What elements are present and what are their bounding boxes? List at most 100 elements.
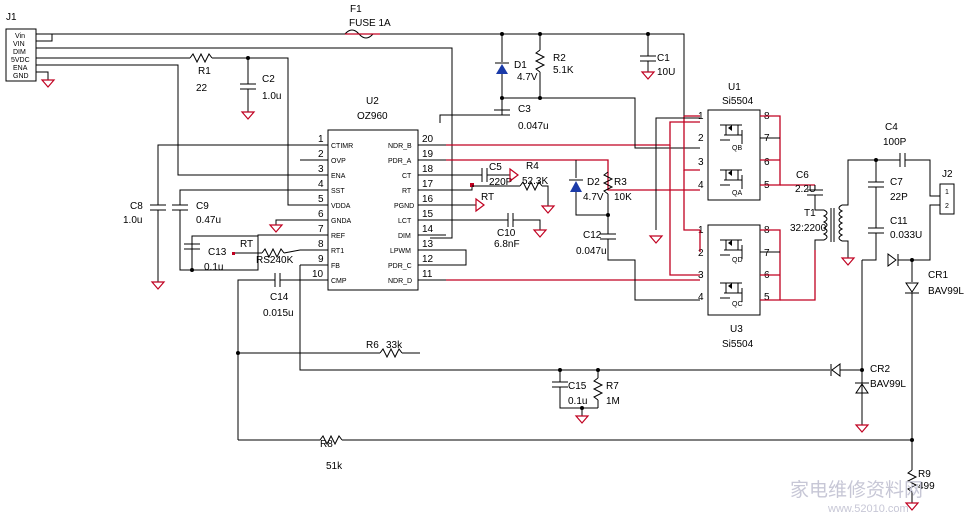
u2-pin-17-num: 17 — [422, 179, 434, 190]
c7-ref: C7 — [890, 177, 903, 188]
u2-pin-6-num: 6 — [318, 209, 324, 220]
u2-pin-18-name: CT — [402, 173, 412, 180]
u1-pin-2: 2 — [698, 133, 704, 144]
resistor-rt-right: RT — [481, 192, 494, 203]
ic-u2: U2 OZ960 1 CTIMR 2 OVP 3 ENA 4 SST 5 VDD… — [300, 96, 446, 291]
watermark: 家电维修资料网 www.52010.com — [790, 479, 923, 515]
r3-ref: R3 — [614, 177, 627, 188]
u3-fet-qd: QD — [732, 257, 743, 264]
u2-pin-16-name: PGND — [394, 203, 414, 210]
c9-ref: C9 — [196, 201, 209, 212]
capacitor-c15: C15 0.1u — [552, 370, 598, 409]
d1-value: 4.7V — [517, 72, 538, 83]
u2-pin-9-name: FB — [331, 263, 340, 270]
r3-value: 10K — [614, 192, 632, 203]
c6-value: 2.2U — [795, 184, 816, 195]
junctions — [190, 32, 914, 442]
u2-pin-12-num: 12 — [422, 254, 434, 265]
rt-left-value: RS240K — [256, 255, 294, 266]
u3-pin-5: 5 — [764, 292, 770, 303]
u2-pin-2-num: 2 — [318, 149, 324, 160]
u2-pin-6-name: GNDA — [331, 218, 352, 225]
c13-ref: C13 — [208, 247, 227, 258]
c2-value: 1.0u — [262, 91, 281, 102]
u1-pin-4: 4 — [698, 180, 704, 191]
j1-pin-5vdc: 5VDC — [11, 57, 30, 64]
capacitor-c9: C9 0.47u — [172, 189, 300, 271]
u2-pin-12-name: PDR_C — [388, 263, 412, 270]
u2-pin-7-num: 7 — [318, 224, 324, 235]
connector-j1: J1 Vin VIN DIM 5VDC ENA GND — [5, 12, 37, 82]
u2-pin-10-name: CMP — [331, 278, 347, 285]
j2-pin-1: 1 — [945, 189, 949, 196]
u2-pin-13-num: 13 — [422, 239, 434, 250]
u2-pin-19-name: PDR_A — [388, 158, 412, 165]
u1-fet-qa: QA — [732, 190, 742, 197]
resistor-r4: R4 52.3K — [472, 161, 556, 214]
d1-ref: D1 — [514, 60, 527, 71]
u2-pin-8-num: 8 — [318, 239, 324, 250]
capacitor-c5: C5 220P — [481, 162, 519, 188]
c7-value: 22P — [890, 192, 908, 203]
diode-cr2: CR2 BAV99L — [830, 363, 906, 433]
connector-j2: J2 1 2 — [900, 169, 955, 261]
capacitor-c4: C4 100P — [862, 122, 940, 197]
r1-value: 22 — [196, 83, 208, 94]
u2-pin-14-num: 14 — [422, 224, 434, 235]
u1-part: Si5504 — [722, 96, 754, 107]
ic-u3: U3 Si5504 1 2 3 4 8 7 6 5 QD QC — [698, 224, 770, 350]
capacitor-c11: C11 0.033U — [862, 216, 922, 261]
capacitor-c6: C6 2.2U — [795, 170, 824, 211]
u2-pin-10-num: 10 — [312, 269, 324, 280]
d2-ref: D2 — [587, 177, 600, 188]
u2-pin-11-num: 11 — [422, 269, 433, 280]
c4-ref: C4 — [885, 122, 898, 133]
capacitor-c8: C8 1.0u — [123, 144, 300, 290]
u2-pin-7-name: REF — [331, 233, 345, 240]
c14-ref: C14 — [270, 292, 289, 303]
c1-ref: C1 — [657, 53, 670, 64]
u2-pin-1-name: CTIMR — [331, 143, 353, 150]
j1-wires — [36, 33, 453, 239]
u2-pin-15-num: 15 — [422, 209, 434, 220]
c13-value: 0.1u — [204, 262, 223, 273]
resistor-r9: R9 499 — [904, 469, 935, 511]
u3-pin-3: 3 — [698, 270, 704, 281]
c9-value: 0.47u — [196, 215, 221, 226]
c1-value: 10U — [657, 67, 675, 78]
cr2-ref: CR2 — [870, 364, 890, 375]
capacitor-c10: C10 6.8nF — [494, 213, 548, 250]
resistor-r1: R1 22 — [189, 52, 300, 206]
j1-pin-ena: ENA — [13, 65, 28, 72]
r9-value: 499 — [918, 481, 935, 492]
r4-ref: R4 — [526, 161, 539, 172]
u2-pin-16-num: 16 — [422, 194, 434, 205]
ic-u1: U1 Si5504 1 2 3 4 8 7 6 5 QB QA — [698, 82, 770, 201]
u2-pin-13-name: LPWM — [390, 248, 411, 255]
u3-part: Si5504 — [722, 339, 754, 350]
capacitor-c14: C14 0.015u — [237, 273, 300, 440]
c5-ref: C5 — [489, 162, 502, 173]
u2-pin-2-name: OVP — [331, 158, 346, 165]
r4-value: 52.3K — [522, 176, 548, 187]
u1-pin-6: 6 — [764, 157, 770, 168]
c8-value: 1.0u — [123, 215, 142, 226]
u1-pin-3: 3 — [698, 157, 704, 168]
watermark-text: 家电维修资料网 — [790, 479, 923, 501]
u3-fet-qc: QC — [732, 301, 743, 308]
capacitor-c7: C7 22P — [868, 160, 908, 228]
u1-pin-1: 1 — [698, 111, 704, 122]
capacitor-c12: C12 0.047u — [576, 98, 700, 301]
u2-pin-20-name: NDR_B — [388, 143, 412, 150]
u2-pin-19-num: 19 — [422, 149, 434, 160]
j1-pin-vin: Vin — [15, 33, 25, 40]
watermark-url: www.52010.com — [827, 503, 909, 515]
u2-pin-8-name: RT1 — [331, 248, 344, 255]
u2-pin-3-name: ENA — [331, 173, 346, 180]
resistor-r6: R6 33k — [238, 265, 830, 371]
u2-left-pins: 1 CTIMR 2 OVP 3 ENA 4 SST 5 VDDA 6 GNDA … — [300, 134, 353, 285]
transformer-t1: T1 32:2200 — [790, 159, 862, 266]
r2-value: 5.1K — [553, 65, 574, 76]
u2-pin-20-num: 20 — [422, 134, 434, 145]
